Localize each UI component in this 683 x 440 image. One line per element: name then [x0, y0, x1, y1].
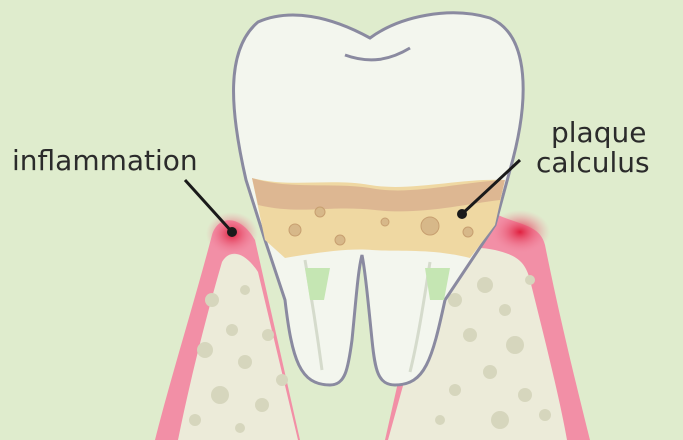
inflammation-label: inflammation	[12, 146, 198, 176]
plaque-label: plaque	[551, 118, 646, 148]
inflammation-pointer-dot	[227, 227, 237, 237]
plaque-pointer-dot	[457, 209, 467, 219]
inflamed-gum-right	[490, 210, 550, 254]
calculus-label: calculus	[536, 148, 650, 178]
